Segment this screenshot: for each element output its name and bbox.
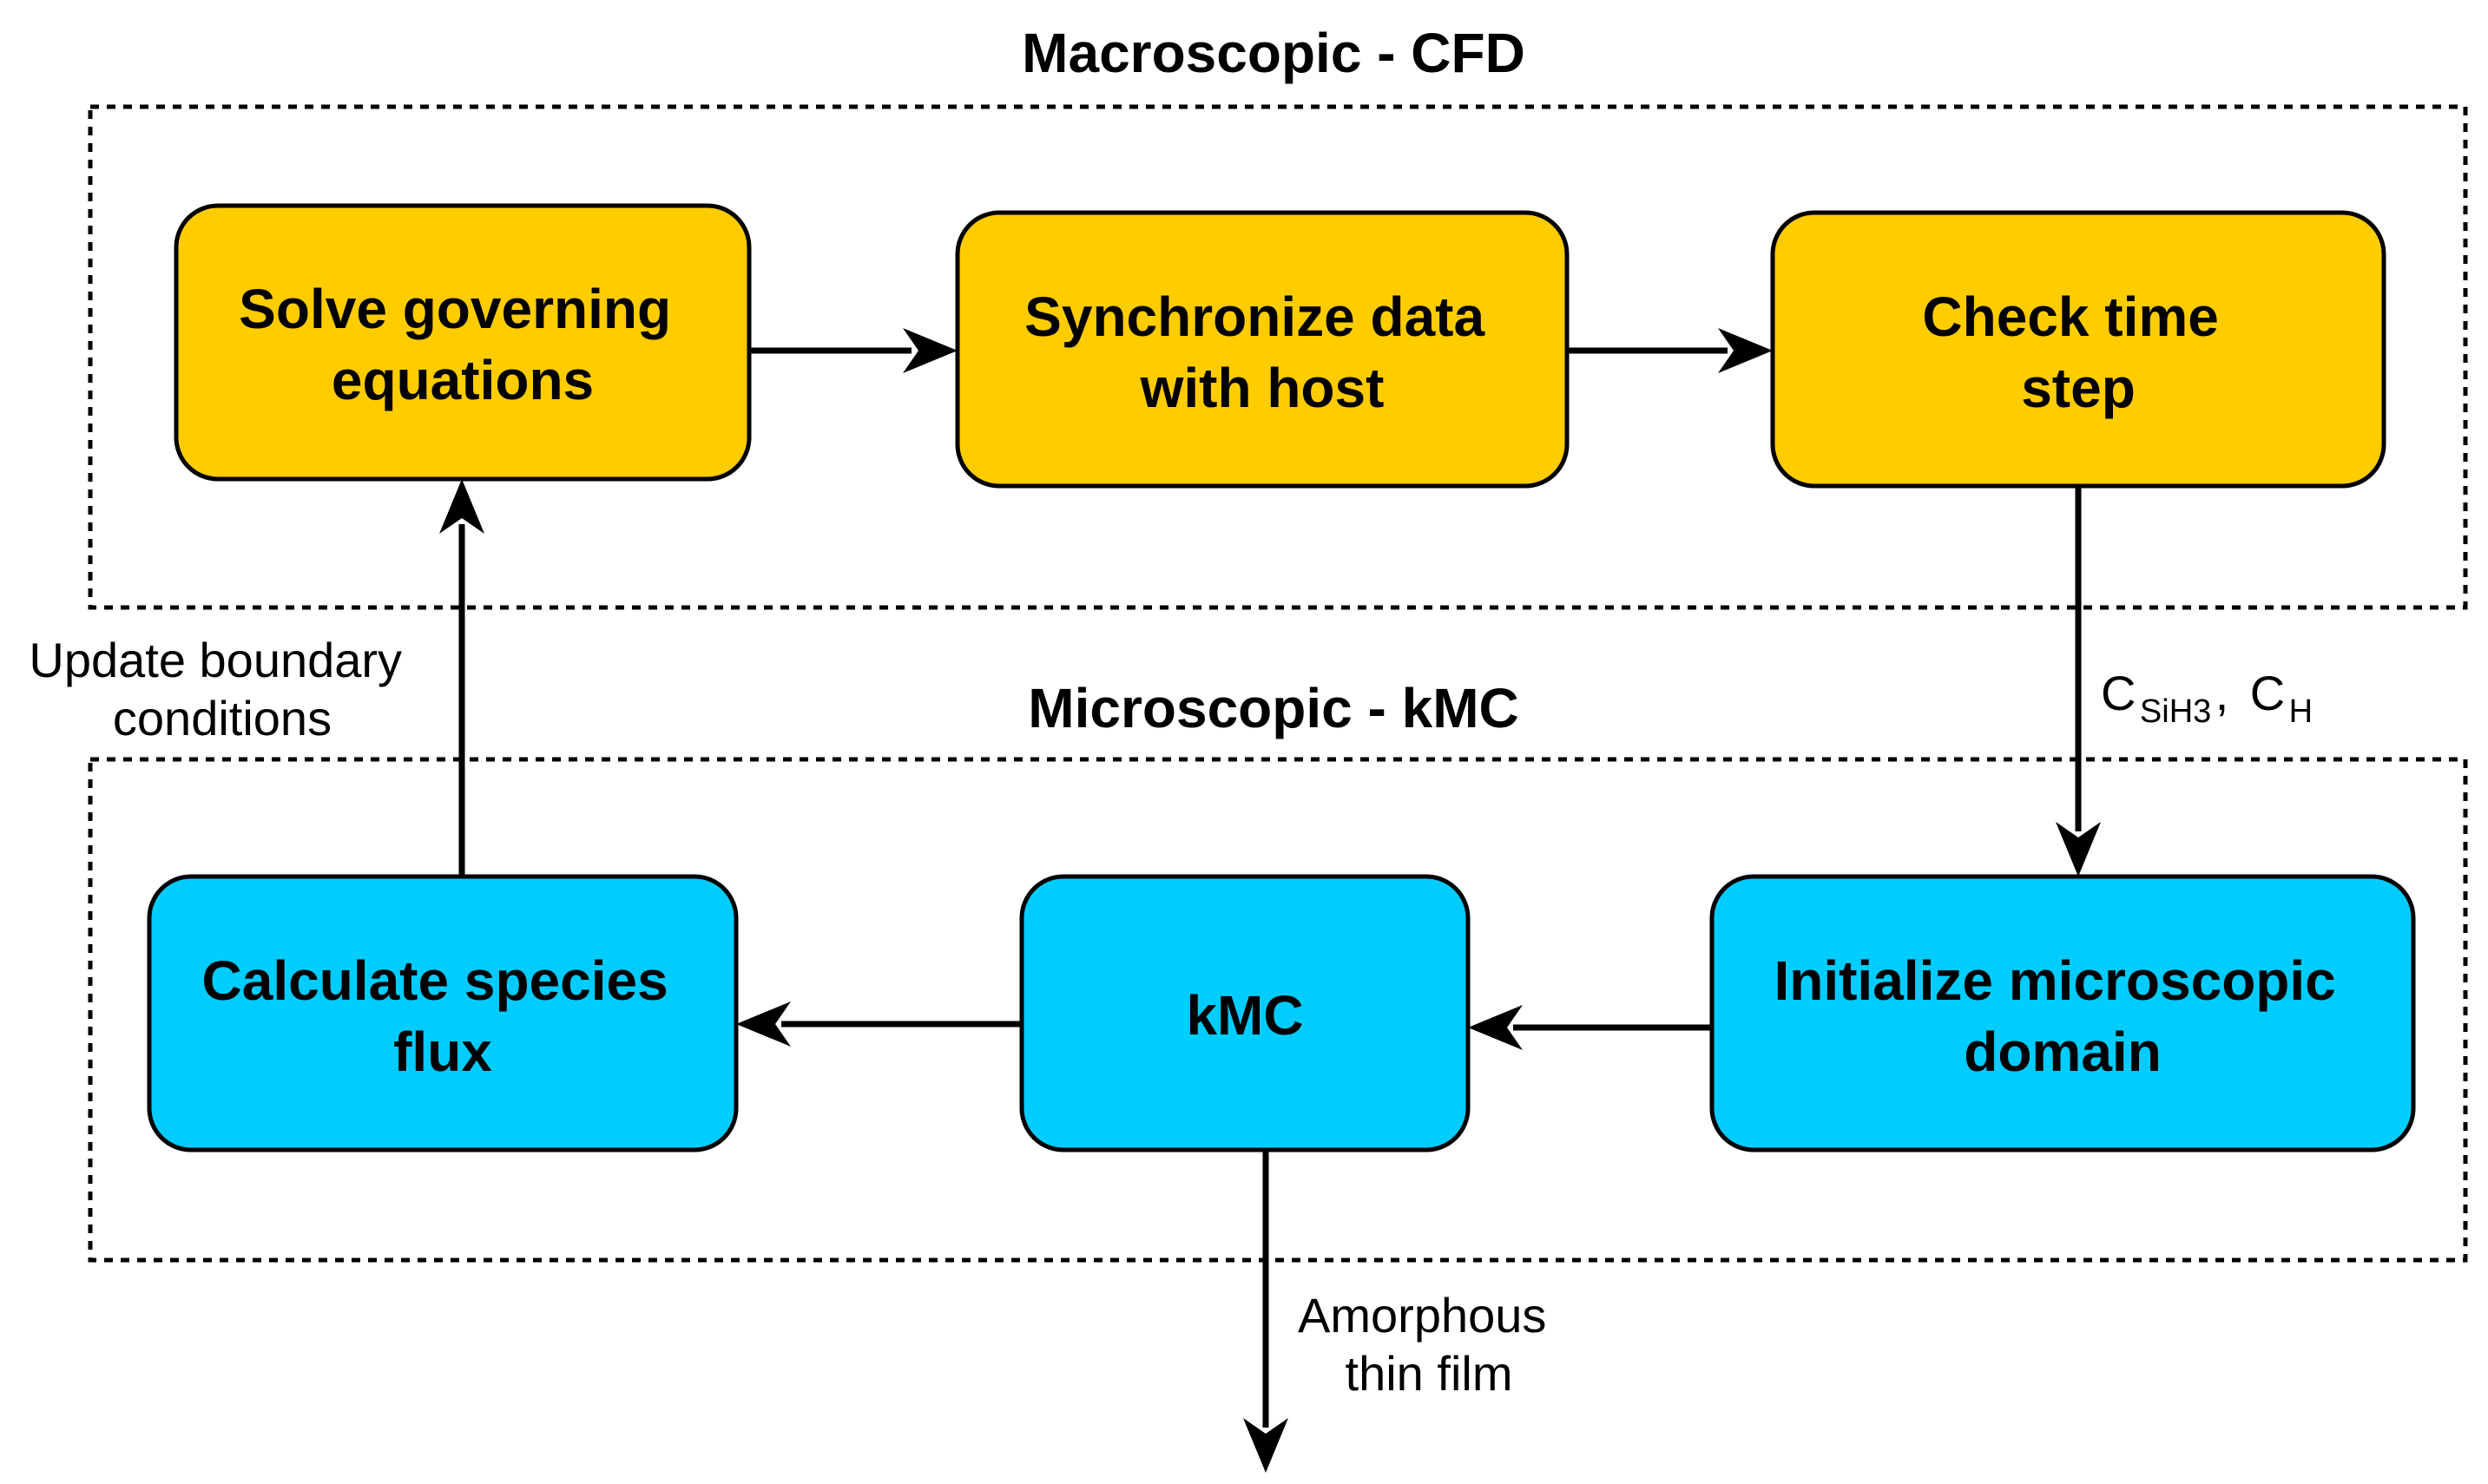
svg-text:Synchronize data with ho: Synchronize data with host [1024,286,1500,419]
conc-c-hydrogen: C [2250,666,2285,720]
svg-text:Check time step: Check time step [1922,286,2234,419]
kmc-label: kMC [1186,984,1303,1047]
initialize-domain-line-1: Initialize microscopic [1774,949,2335,1012]
arrow-check-to-initialize [2056,486,2101,877]
macro-region-frame [88,104,2468,610]
solve-equations-line-1: Solve governing [239,278,671,340]
macro-region-title: Macroscopic - CFD [1022,22,1525,84]
arrow-solve-to-sync [749,328,958,373]
synchronize-data-line-2: with host [1140,357,1385,419]
solve-equations-line-2: equations [332,349,594,411]
calculate-flux-line-1: Calculate species [202,949,668,1012]
calculate-species-flux-box: Calculate species flux [147,874,739,1152]
update-boundary-line-2: conditions [113,691,332,745]
concentration-label: C SiH3 , C H [2101,666,2313,730]
output-line-1: Amorphous [1298,1288,1546,1343]
initialize-domain-box: Initialize microscopic domain [1709,874,2416,1152]
output-label: Amorphous thin film [1298,1288,1560,1401]
update-boundary-line-1: Update boundary [29,633,402,687]
arrow-sync-to-check [1567,328,1773,373]
check-time-step-line-2: step [2021,357,2136,419]
calculate-flux-line-2: flux [393,1021,492,1083]
svg-text:Solve governing equation: Solve governing equations [239,278,687,411]
synchronize-data-box: Synchronize data with host [955,210,1570,489]
initialize-domain-line-2: domain [1964,1021,2162,1083]
micro-region-frame [88,757,2468,1263]
svg-text:kMC: kMC [1186,984,1303,1047]
check-time-step-box: Check time step [1770,210,2386,489]
update-boundary-label: Update boundary conditions [29,633,415,745]
output-line-2: thin film [1346,1346,1513,1401]
conc-sub-hydrogen: H [2289,693,2313,730]
conc-separator: , [2215,666,2229,720]
arrow-flux-to-solve [439,479,484,877]
arrow-kmc-to-flux [736,1001,1022,1047]
conc-sub-silyl: SiH3 [2140,693,2211,730]
solve-equations-box: Solve governing equations [174,203,752,482]
svg-text:Calculate species flux: Calculate species flux [202,949,684,1083]
arrow-initialize-to-kmc [1468,1005,1712,1050]
check-time-step-line-1: Check time [1922,286,2218,348]
arrow-kmc-to-output [1243,1150,1288,1473]
conc-c-silyl: C [2101,666,2136,720]
micro-region-title: Microscopic - kMC [1028,677,1518,739]
svg-text:Initialize microscopic d: Initialize microscopic domain [1774,949,2351,1083]
kmc-box: kMC [1019,874,1471,1152]
synchronize-data-line-1: Synchronize data [1024,286,1484,348]
